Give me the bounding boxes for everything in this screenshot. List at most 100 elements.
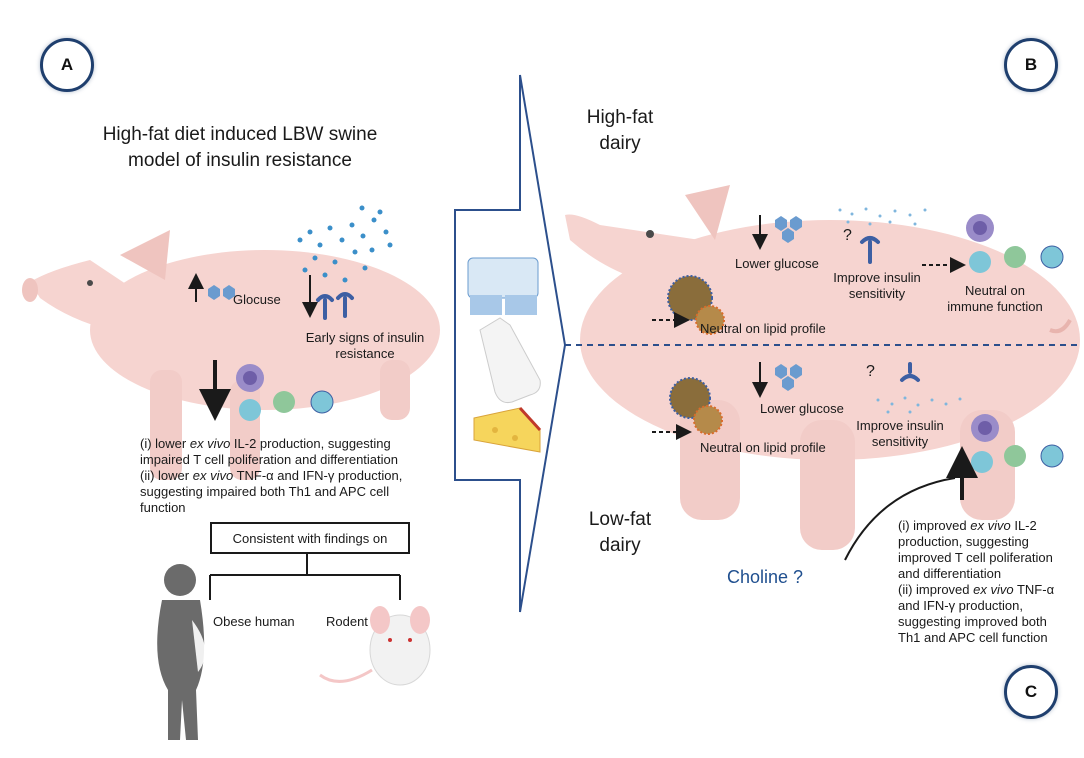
insulin-receptor-icon <box>860 236 880 264</box>
finding-c-line: (ii) improved ex vivo TNF-α <box>898 582 1078 598</box>
finding-c-text: (i) improved <box>898 518 971 533</box>
low-fat-line1: Low-fat <box>588 509 652 530</box>
finding-c-text: production, suggesting <box>898 534 1029 549</box>
pig-icon <box>565 185 1080 550</box>
b-cell-icon <box>1040 245 1064 269</box>
insulin-resistance-label: Early signs of insulin resistance <box>285 330 445 362</box>
finding-a-emphasis: ex vivo <box>189 436 231 451</box>
finding-c-line: production, suggesting <box>898 534 1078 550</box>
high-fat-dairy-title: High-fat dairy <box>570 105 670 157</box>
finding-a-line: impaired T cell poliferation and differe… <box>140 452 460 468</box>
top-neutral-immune-line1: Neutral on <box>965 283 1025 298</box>
rat-icon <box>319 606 431 686</box>
cheese-icon <box>473 406 542 453</box>
glucose-label: Glocuse <box>233 292 281 307</box>
rodent-label: Rodent <box>326 614 368 629</box>
top-lower-glucose: Lower glucose <box>735 256 819 271</box>
top-neutral-lipid: Neutral on lipid profile <box>700 321 826 336</box>
finding-c-emphasis: ex vivo <box>973 582 1014 597</box>
bottom-lower-glucose: Lower glucose <box>760 401 844 416</box>
finding-c-line: (i) improved ex vivo IL-2 <box>898 518 1078 534</box>
human-silhouette-icon <box>157 564 206 740</box>
insulin-receptor-icon <box>316 292 354 320</box>
finding-a-line: (i) lower ex vivo IL-2 production, sugge… <box>140 436 460 452</box>
hexagon-glucose-icon <box>775 216 802 243</box>
finding-a-line: suggesting impaired both Th1 and APC cel… <box>140 484 460 500</box>
top-improve-line1: Improve insulin <box>833 270 921 285</box>
finding-c-line: suggesting improved both <box>898 614 1078 630</box>
finding-a-line: function <box>140 500 460 516</box>
finding-a-text: suggesting impaired both Th1 and APC cel… <box>140 484 390 499</box>
finding-c-line: and differentiation <box>898 566 1078 582</box>
low-fat-line2: dairy <box>599 535 641 556</box>
choline-label: Choline ? <box>727 567 804 587</box>
t-cell-icon <box>969 246 1026 273</box>
bottom-improve-line1: Improve insulin <box>856 418 944 433</box>
insulin-dots <box>297 205 393 283</box>
choline-curve <box>844 477 956 561</box>
milk-bottle-icon <box>479 317 541 403</box>
lipoprotein-icon <box>669 377 723 435</box>
finding-c-text: Th1 and APC cell function <box>898 630 1048 645</box>
panel-a-badge: A <box>40 38 94 92</box>
finding-c-emphasis: ex vivo <box>970 518 1011 533</box>
pig-icon <box>22 230 440 480</box>
finding-c-text: and IFN-γ production, <box>898 598 1024 613</box>
bottom-question-mark: ? <box>866 363 875 380</box>
b-cell-icon <box>310 390 334 414</box>
finding-c-line: and IFN-γ production, <box>898 598 1078 614</box>
bottom-improve-line2: sensitivity <box>871 434 929 449</box>
low-fat-dairy-title: Low-fat dairy <box>570 507 670 559</box>
finding-a-text: IL-2 production, suggesting <box>230 436 391 451</box>
finding-c-text: TNF-α <box>1013 582 1055 597</box>
top-neutral-immune-line2: immune function <box>947 299 1043 314</box>
dendritic-cell-icon <box>966 214 994 242</box>
hexagon-glucose-icon <box>208 285 235 300</box>
high-fat-line1: High-fat <box>586 107 654 128</box>
panel-b-badge: B <box>1004 38 1058 92</box>
finding-c-line: improved T cell poliferation <box>898 550 1078 566</box>
finding-a-line: (ii) lower ex vivo TNF-α and IFN-γ produ… <box>140 468 460 484</box>
panel-a-title: High-fat diet induced LBW swine model of… <box>70 122 410 174</box>
bottom-neutral-lipid: Neutral on lipid profile <box>700 440 826 455</box>
finding-c-text: and differentiation <box>898 566 1002 581</box>
finding-a-text: function <box>140 500 186 515</box>
panel-a-findings: (i) lower ex vivo IL-2 production, sugge… <box>140 436 460 516</box>
finding-a-text: (ii) lower <box>140 468 193 483</box>
top-neutral-immune: Neutral on immune function <box>935 283 1055 315</box>
consistent-box: Consistent with findings on <box>210 522 410 554</box>
finding-a-text: TNF-α and IFN-γ production, <box>233 468 403 483</box>
finding-c-text: improved T cell poliferation <box>898 550 1053 565</box>
finding-c-text: suggesting improved both <box>898 614 1047 629</box>
b-cell-icon <box>1040 444 1064 468</box>
t-cell-icon <box>239 391 295 421</box>
finding-c-text: IL-2 <box>1010 518 1037 533</box>
hexagon-glucose-icon <box>775 364 802 391</box>
insulin-resistance-line2: resistance <box>335 346 395 361</box>
high-fat-line2: dairy <box>599 133 641 154</box>
obese-human-label: Obese human <box>213 614 295 629</box>
dendritic-cell-icon <box>971 414 999 442</box>
yogurt-icon <box>467 257 539 315</box>
insulin-dots <box>838 207 927 226</box>
finding-a-emphasis: ex vivo <box>192 468 234 483</box>
insulin-dots <box>876 396 962 414</box>
insulin-resistance-line1: Early signs of insulin <box>305 330 425 345</box>
top-question-mark: ? <box>843 227 852 244</box>
panel-a-title-line2: model of insulin resistance <box>128 150 352 171</box>
panel-c-badge: C <box>1004 665 1058 719</box>
insulin-receptor-icon <box>900 362 920 382</box>
dendritic-cell-icon <box>236 364 264 392</box>
finding-c-text: (ii) improved <box>898 582 974 597</box>
top-improve-line2: sensitivity <box>848 286 906 301</box>
finding-c-line: Th1 and APC cell function <box>898 630 1078 646</box>
panel-a-title-line1: High-fat diet induced LBW swine <box>102 124 378 145</box>
finding-a-text: impaired T cell poliferation and differe… <box>140 452 398 467</box>
bottom-improve-insulin: Improve insulin sensitivity <box>840 418 960 450</box>
top-improve-insulin: Improve insulin sensitivity <box>822 270 932 302</box>
lipoprotein-icon <box>667 275 725 335</box>
finding-a-text: (i) lower <box>140 436 190 451</box>
